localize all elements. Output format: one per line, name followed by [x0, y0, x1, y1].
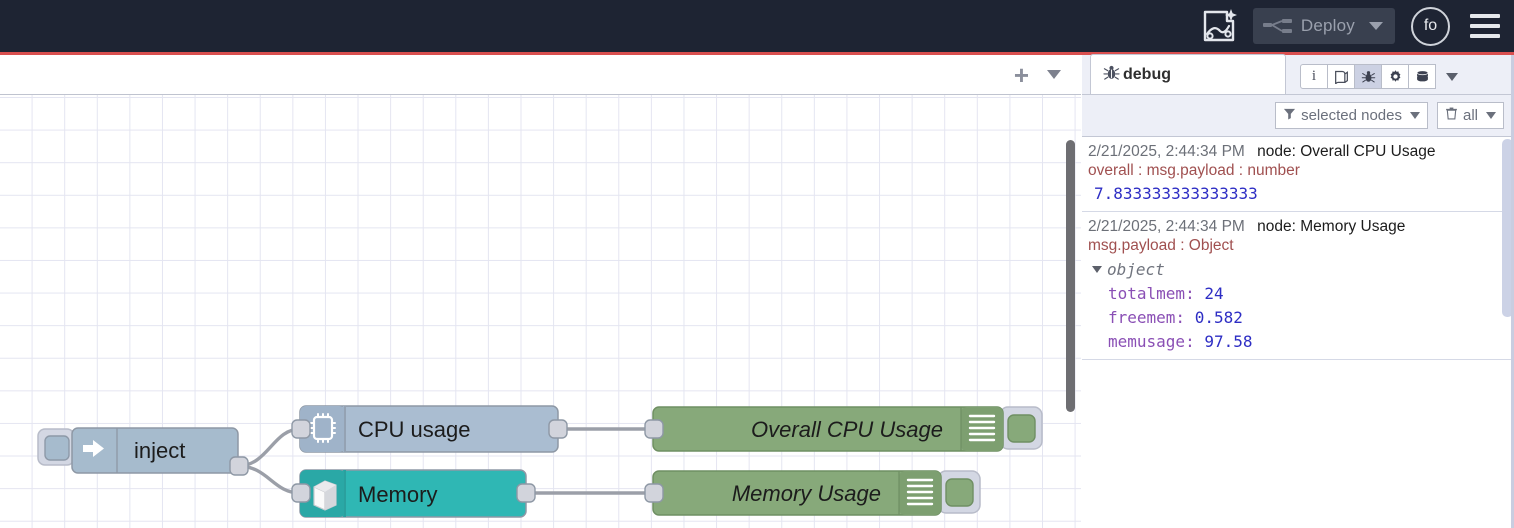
deploy-button[interactable]: Deploy — [1252, 8, 1395, 44]
microchip-icon — [310, 413, 336, 443]
app-header: Deploy fo — [0, 0, 1514, 52]
debug-payload-value: 7.833333333333333 — [1094, 184, 1258, 203]
debug-lines-icon — [906, 478, 934, 506]
inject-node-body — [71, 427, 239, 474]
node-memory-usage-debug[interactable]: Memory Usage — [644, 470, 981, 516]
info-icon[interactable]: i — [1300, 64, 1328, 89]
filter-chevron-down-icon[interactable] — [1409, 112, 1420, 119]
debug-topic: msg.payload : Object — [1088, 237, 1234, 254]
flow-graph: inject — [37, 405, 1043, 518]
node-overall-cpu-usage-debug[interactable]: Overall CPU Usage — [644, 406, 1043, 452]
cpu-node-label: CPU usage — [358, 417, 471, 442]
memory-node-label: Memory — [358, 482, 437, 507]
memory-input-port — [291, 483, 311, 503]
debug-property-value: 24 — [1204, 284, 1224, 303]
chevron-down-icon — [1092, 266, 1102, 273]
debug-toggle-button-2 — [945, 478, 974, 507]
node-cpu-usage[interactable]: CPU usage — [291, 405, 568, 453]
arrow-right-icon — [83, 440, 104, 457]
canvas-vertical-scrollbar[interactable] — [1066, 140, 1075, 412]
filter-selected-nodes-dropdown[interactable]: selected nodes — [1275, 102, 1428, 129]
debug-message-list[interactable]: 2/21/2025, 2:44:34 PM node: Overall CPU … — [1082, 137, 1514, 528]
sidebar-panel: debug i — [1082, 54, 1514, 528]
deploy-node-icon — [1262, 15, 1293, 37]
inject-output-port — [229, 456, 249, 476]
filter-label: selected nodes — [1301, 107, 1402, 124]
inject-node-label: inject — [134, 438, 185, 463]
debug-filter-row: selected nodes all — [1082, 95, 1514, 137]
debug-property-key: memusage: — [1108, 332, 1195, 351]
node-memory[interactable]: Memory — [291, 469, 536, 518]
debug-input-port-2 — [644, 483, 664, 503]
node-inject[interactable]: inject — [37, 427, 249, 476]
deploy-label: Deploy — [1300, 16, 1355, 35]
debug-property: totalmem: 24 — [1088, 279, 1508, 303]
debug-toggle-button-1 — [1007, 414, 1036, 443]
cpu-output-port — [548, 419, 568, 439]
debug-node-label-2: Memory Usage — [732, 481, 881, 506]
debug-node-label-1: Overall CPU Usage — [751, 417, 943, 442]
debug-source-node[interactable]: node: Overall CPU Usage — [1257, 143, 1436, 160]
tab-debug[interactable]: debug — [1090, 54, 1286, 94]
debug-object-label: object — [1107, 260, 1165, 279]
debug-timestamp: 2/21/2025, 2:44:34 PM — [1088, 218, 1245, 235]
context-data-icon[interactable] — [1408, 64, 1436, 89]
memory-output-port — [516, 483, 536, 503]
inject-button — [44, 435, 70, 461]
debug-property: memusage: 97.58 — [1088, 327, 1508, 351]
debug-source-node[interactable]: node: Memory Usage — [1257, 218, 1406, 235]
flow-canvas[interactable]: inject — [0, 95, 1081, 528]
clear-all-dropdown[interactable]: all — [1436, 102, 1504, 129]
debug-property-key: totalmem: — [1108, 284, 1195, 303]
debug-bug-icon[interactable] — [1354, 64, 1382, 89]
clear-chevron-down-icon[interactable] — [1486, 112, 1496, 119]
sidebar-tab-row: debug i — [1082, 54, 1514, 95]
funnel-icon — [1283, 107, 1296, 124]
flow-tab-bar: + — [0, 55, 1081, 95]
tab-debug-label: debug — [1123, 65, 1171, 83]
bug-icon — [1103, 64, 1120, 86]
sidebar-right-edge — [1511, 55, 1514, 528]
debug-property-value: 0.582 — [1194, 308, 1243, 327]
hamburger-menu-icon[interactable] — [1470, 14, 1500, 38]
debug-message[interactable]: 2/21/2025, 2:44:34 PM node: Memory Usage… — [1082, 212, 1514, 360]
debug-message[interactable]: 2/21/2025, 2:44:34 PM node: Overall CPU … — [1082, 137, 1514, 212]
debug-property-value: 97.58 — [1204, 332, 1253, 351]
flow-sparkle-icon[interactable] — [1197, 6, 1241, 46]
debug-input-port-1 — [644, 419, 664, 439]
cpu-icon-bay — [300, 406, 345, 452]
sidebar-tool-buttons: i — [1300, 64, 1458, 94]
clear-label: all — [1462, 107, 1478, 124]
deploy-status-bar — [0, 52, 1514, 55]
trash-icon — [1445, 107, 1458, 124]
flow-list-chevron-down-icon[interactable] — [1047, 70, 1061, 79]
deploy-dropdown-caret-icon[interactable] — [1369, 22, 1383, 30]
debug-vertical-scrollbar[interactable] — [1502, 139, 1513, 317]
flow-workspace: + — [0, 55, 1081, 528]
user-avatar[interactable]: fo — [1411, 6, 1450, 46]
debug-property: freemem: 0.582 — [1088, 303, 1508, 327]
cpu-input-port — [291, 419, 311, 439]
debug-timestamp: 2/21/2025, 2:44:34 PM — [1088, 143, 1245, 160]
debug-lines-icon — [968, 414, 996, 442]
avatar-initials: fo — [1423, 17, 1438, 34]
sidebar-more-chevron-down-icon[interactable] — [1446, 72, 1458, 81]
debug-object-expander[interactable]: object — [1088, 255, 1508, 279]
debug-topic: overall : msg.payload : number — [1088, 162, 1300, 179]
config-gear-icon[interactable] — [1381, 64, 1409, 89]
debug-property-key: freemem: — [1108, 308, 1186, 327]
add-flow-button[interactable]: + — [1013, 59, 1029, 90]
server-box-icon — [313, 480, 337, 511]
help-book-icon[interactable] — [1327, 64, 1355, 89]
